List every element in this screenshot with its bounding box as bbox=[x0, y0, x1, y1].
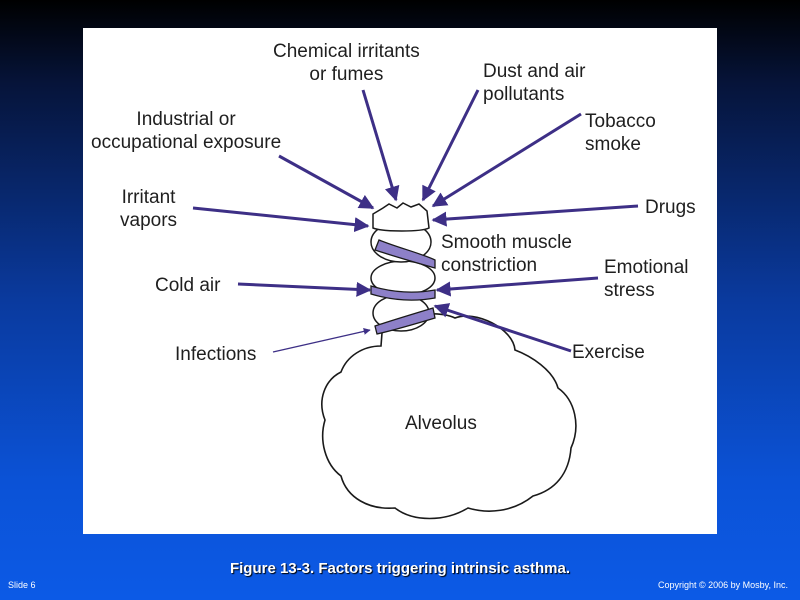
label-tobacco-smoke: Tobacco smoke bbox=[585, 111, 656, 155]
smooth-muscle-band bbox=[374, 239, 436, 269]
arrow-chemical-irritants bbox=[361, 89, 400, 202]
arrow-irritant-vapors bbox=[192, 206, 370, 233]
arrow-infections bbox=[272, 327, 371, 353]
figure-panel: Chemical irritants or fumes Dust and air… bbox=[83, 28, 717, 534]
label-irritant-vapors: Irritant vapors bbox=[120, 187, 178, 231]
arrow-emotional-stress bbox=[435, 276, 599, 297]
label-alveolus: Alveolus bbox=[405, 413, 477, 434]
label-chemical-irritants: Chemical irritants or fumes bbox=[273, 41, 420, 85]
arrow-industrial bbox=[278, 154, 375, 210]
arrow-tobacco bbox=[431, 112, 582, 208]
label-exercise: Exercise bbox=[572, 342, 645, 363]
label-drugs: Drugs bbox=[645, 197, 696, 218]
arrow-exercise bbox=[433, 303, 572, 353]
bronchiole-opening bbox=[372, 202, 430, 232]
slide-number: Slide 6 bbox=[8, 580, 36, 590]
label-smooth-muscle: Smooth muscle constriction bbox=[441, 232, 572, 276]
alveolus-sac bbox=[321, 312, 577, 520]
label-infections: Infections bbox=[175, 344, 257, 365]
figure-caption: Figure 13-3. Factors triggering intrinsi… bbox=[229, 560, 571, 577]
arrow-dust bbox=[421, 89, 480, 202]
arrow-cold-air bbox=[237, 281, 372, 297]
arrow-drugs bbox=[431, 204, 639, 227]
label-dust-pollutants: Dust and air pollutants bbox=[483, 61, 586, 105]
smooth-muscle-band bbox=[370, 285, 436, 301]
label-emotional-stress: Emotional stress bbox=[604, 257, 689, 301]
asthma-diagram bbox=[192, 89, 639, 520]
label-cold-air: Cold air bbox=[155, 275, 221, 296]
label-industrial-exposure: Industrial or occupational exposure bbox=[91, 109, 282, 153]
copyright-notice: Copyright © 2006 by Mosby, Inc. bbox=[657, 580, 788, 590]
smooth-muscle-band bbox=[374, 307, 436, 335]
